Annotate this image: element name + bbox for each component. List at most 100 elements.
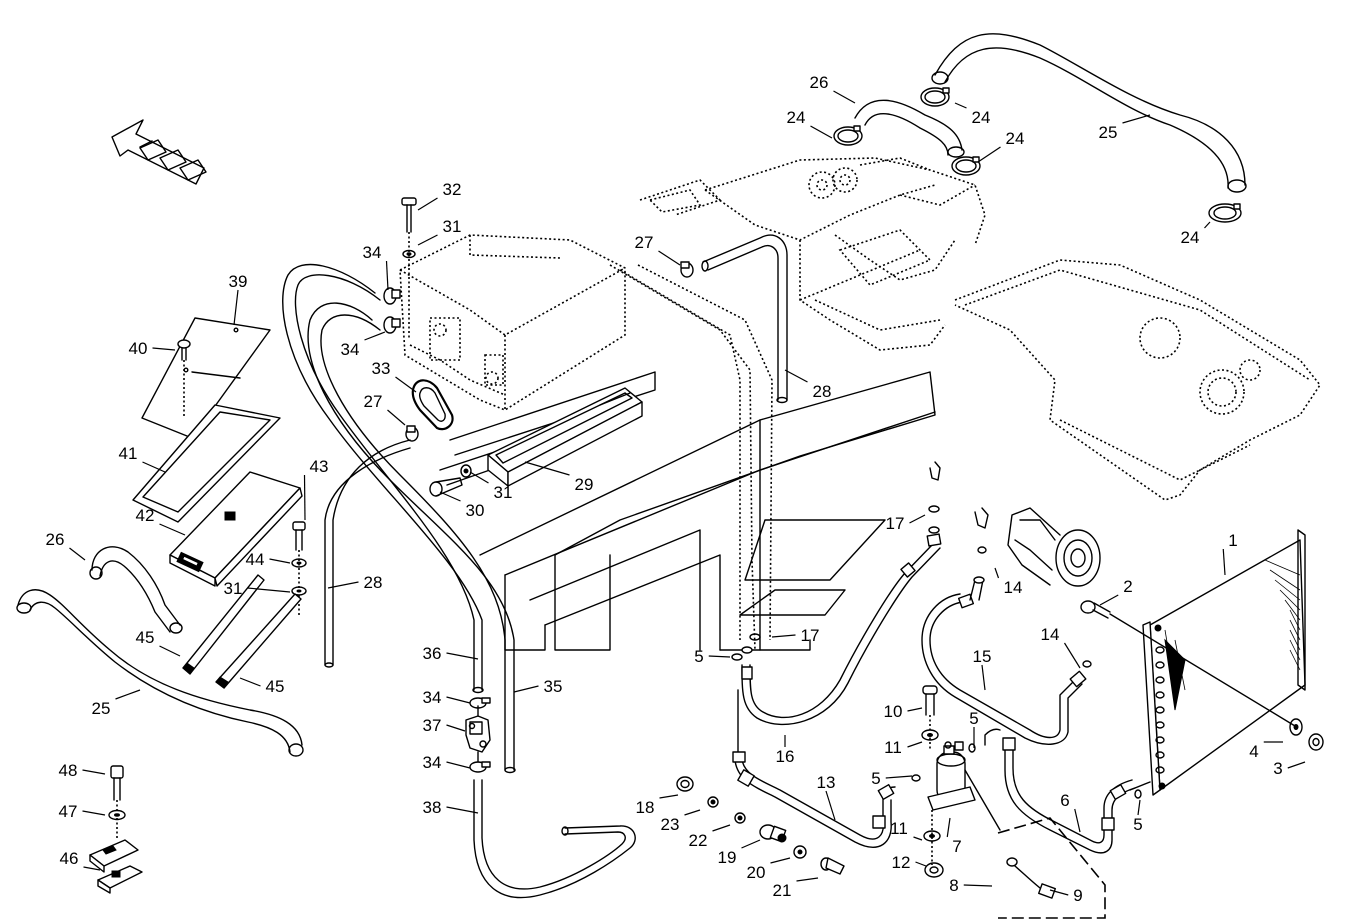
hose-25-upper xyxy=(931,33,1247,193)
leader-line xyxy=(303,474,306,521)
clamp-34-b xyxy=(383,316,401,334)
callout-c45b: 45 xyxy=(239,677,284,696)
hose-28-upper xyxy=(701,234,788,404)
callout-number: 5 xyxy=(1133,815,1142,834)
callout-c21: 21 xyxy=(773,877,819,900)
callout-c35: 35 xyxy=(513,677,562,696)
callout-labels: 1234555567891011111213141415161717181920… xyxy=(46,73,1306,905)
callout-c26b: 26 xyxy=(46,530,86,561)
callout-c27b: 27 xyxy=(364,392,406,426)
leader-line xyxy=(963,884,993,887)
leader-line xyxy=(771,634,796,638)
clamp-24-a xyxy=(833,125,863,146)
leader-line xyxy=(82,810,106,816)
screw-40 xyxy=(177,339,191,418)
leader-line xyxy=(439,491,461,502)
leader-line xyxy=(152,347,176,351)
callout-number: 34 xyxy=(423,688,442,707)
callout-c31a: 31 xyxy=(417,217,461,246)
oring-14-a xyxy=(977,546,987,554)
leader-line xyxy=(1049,889,1069,896)
callout-number: 14 xyxy=(1041,625,1060,644)
washer-31-mid xyxy=(460,464,472,478)
leader-line xyxy=(446,696,471,704)
leader-line xyxy=(469,471,489,484)
callout-number: 27 xyxy=(635,233,654,252)
callout-number: 12 xyxy=(892,853,911,872)
callout-number: 24 xyxy=(972,108,991,127)
callout-c10: 10 xyxy=(884,702,923,721)
leader-line xyxy=(1137,799,1141,816)
leader-line xyxy=(659,794,679,799)
leader-line xyxy=(446,761,471,769)
callout-c34a: 34 xyxy=(363,243,389,291)
callout-number: 11 xyxy=(884,738,902,757)
callout-number: 32 xyxy=(443,180,462,199)
hose-26-upper xyxy=(854,99,965,158)
callout-c29: 29 xyxy=(524,461,594,494)
callout-c39: 39 xyxy=(229,272,247,326)
leader-line xyxy=(82,769,106,775)
callout-c23: 23 xyxy=(661,809,701,834)
leader-line xyxy=(239,677,261,687)
callout-c20: 20 xyxy=(747,857,791,882)
leader-line xyxy=(658,250,681,266)
leader-line xyxy=(1204,221,1211,229)
callout-c22: 22 xyxy=(689,824,731,850)
line-15 xyxy=(921,576,1087,745)
callout-number: 33 xyxy=(372,359,391,378)
leader-line xyxy=(1099,594,1119,606)
hose-36 xyxy=(282,263,484,694)
leader-line xyxy=(159,645,181,657)
callout-c2: 2 xyxy=(1099,577,1133,606)
callout-number: 28 xyxy=(364,573,383,592)
callout-number: 34 xyxy=(423,753,442,772)
callout-number: 8 xyxy=(949,876,958,895)
callout-c48: 48 xyxy=(59,761,106,780)
callout-number: 36 xyxy=(423,644,442,663)
oring-17-a xyxy=(928,505,940,513)
callout-number: 11 xyxy=(890,819,908,838)
callout-number: 31 xyxy=(224,579,243,598)
callout-number: 34 xyxy=(341,340,360,359)
nut-3 xyxy=(1308,733,1324,751)
leader-line xyxy=(1063,642,1081,669)
washer-20 xyxy=(793,845,807,859)
clamp-24-d xyxy=(1208,203,1242,223)
screw-30 xyxy=(429,477,463,497)
callout-c5c: 5 xyxy=(871,769,913,788)
callout-c34c: 34 xyxy=(423,688,471,707)
callout-number: 29 xyxy=(575,475,594,494)
callout-number: 37 xyxy=(423,716,442,735)
callout-number: 31 xyxy=(494,483,513,502)
callout-c24b: 24 xyxy=(954,102,991,127)
callout-number: 20 xyxy=(747,863,766,882)
nut-12 xyxy=(924,862,944,878)
callout-number: 38 xyxy=(423,798,442,817)
callout-number: 23 xyxy=(661,815,680,834)
callout-c12: 12 xyxy=(892,853,927,872)
line-16 xyxy=(741,526,942,726)
callout-c46: 46 xyxy=(60,849,101,871)
callout-c34b: 34 xyxy=(341,331,386,359)
washer-44 xyxy=(291,558,307,568)
bolt-10 xyxy=(922,685,938,750)
washer-31-left xyxy=(291,586,307,596)
line-6 xyxy=(984,728,1136,854)
hose-38 xyxy=(473,779,636,899)
callout-c19: 19 xyxy=(718,839,761,867)
callout-c17b: 17 xyxy=(771,626,819,645)
heater-box xyxy=(399,234,626,411)
callout-c47: 47 xyxy=(59,802,106,821)
callout-number: 30 xyxy=(466,501,485,520)
leader-line xyxy=(83,866,101,871)
leader-line xyxy=(247,587,291,593)
leader-line xyxy=(810,125,833,139)
leader-line xyxy=(446,806,479,814)
leader-line xyxy=(417,234,438,246)
callout-c33: 33 xyxy=(372,359,417,393)
leader-line xyxy=(1074,808,1081,833)
callout-c4: 4 xyxy=(1249,741,1283,761)
callout-number: 46 xyxy=(60,849,79,868)
